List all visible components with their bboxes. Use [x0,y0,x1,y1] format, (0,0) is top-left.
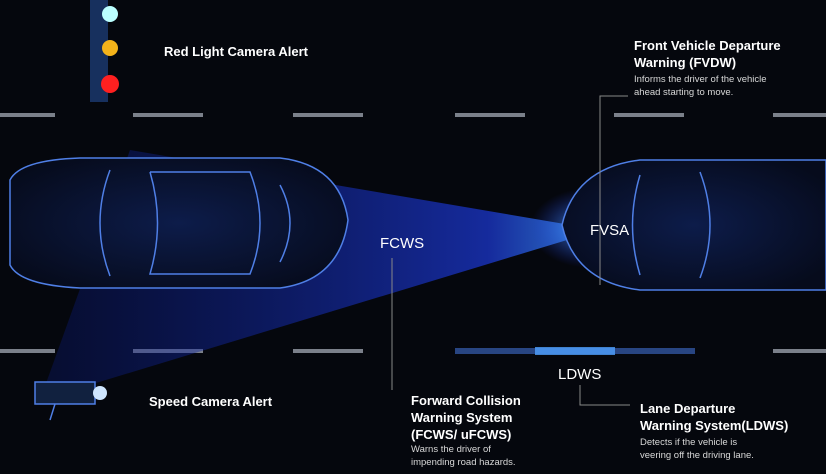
fvdw-title-line1: Front Vehicle Departure [634,38,781,53]
fcws-title-line3: (FCWS/ uFCWS) [411,427,512,442]
ldws-callout: Lane Departure Warning System(LDWS) Dete… [640,400,788,462]
speed-camera-alert-label: Speed Camera Alert [149,394,273,409]
fcws-desc-line1: Warns the driver of [411,444,491,455]
fvdw-title-line2: Warning (FVDW) [634,55,737,70]
ldws-title-line2: Warning System(LDWS) [640,418,789,433]
red-light-camera-alert-label: Red Light Camera Alert [164,44,308,59]
fcws-desc-line2: impending road hazards. [411,457,516,468]
fvdw-desc-line2: ahead starting to move. [634,87,734,98]
fcws-label: FCWS [380,235,425,252]
ldws-title-line1: Lane Departure [640,401,736,416]
ldws-lane-highlight [455,347,695,355]
ldws-desc-line2: veering off the driving lane. [640,450,754,461]
host-car-icon [9,157,349,289]
fcws-callout: Forward Collision Warning System (FCWS/ … [411,392,521,469]
fvsa-label: FVSA [590,222,630,239]
leader-lines [391,95,630,406]
ldws-desc-line1: Detects if the vehicle is [640,437,738,448]
ldws-label: LDWS [558,366,602,383]
fvdw-desc-line1: Informs the driver of the vehicle [634,74,767,85]
fcws-title-line1: Forward Collision [411,393,521,408]
fcws-title-line2: Warning System [411,410,513,425]
speed-camera-icon [34,381,107,421]
fvdw-callout: Front Vehicle Departure Warning (FVDW) I… [634,37,781,99]
front-car-icon [561,159,826,291]
lane-markings-top [0,113,826,117]
traffic-light-icon [90,0,119,102]
